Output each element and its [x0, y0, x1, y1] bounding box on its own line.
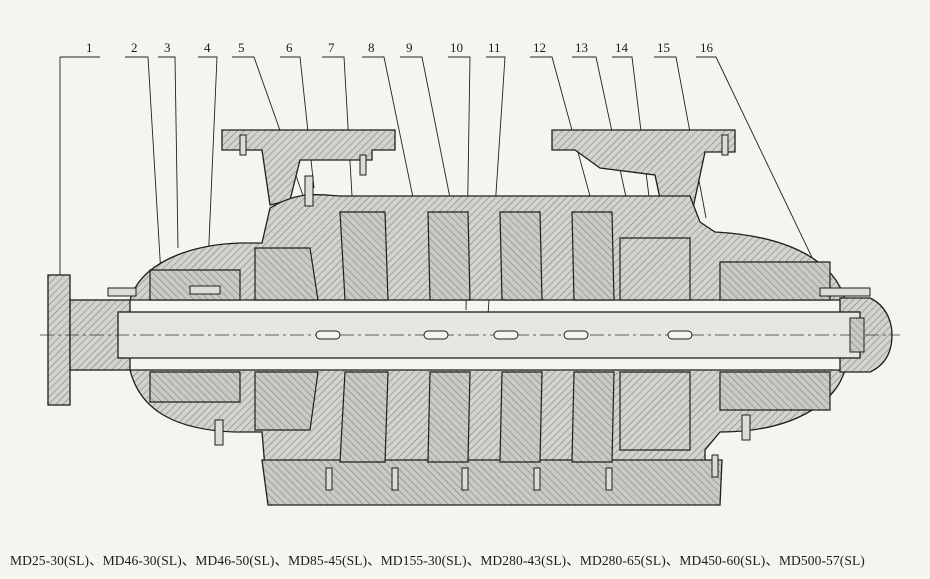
bolt [461, 467, 469, 491]
shaft-assembly [40, 311, 900, 359]
bolt [359, 154, 367, 176]
part-number: 9 [406, 40, 413, 55]
bolts [107, 134, 871, 491]
model-list-caption: MD25-30(SL)、MD46-30(SL)、MD46-50(SL)、MD85… [10, 553, 865, 568]
bolt [533, 467, 541, 491]
part-number: 8 [368, 40, 375, 55]
bearing-housing-left [149, 269, 241, 301]
part-number: 4 [204, 40, 211, 55]
part-number: 15 [657, 40, 670, 55]
inlet-nozzle [221, 129, 396, 206]
part-number: 10 [450, 40, 463, 55]
part-number: 6 [286, 40, 293, 55]
part-number: 14 [615, 40, 629, 55]
shaft-key [315, 330, 341, 340]
bolt [239, 134, 247, 156]
shaft-key [667, 330, 693, 340]
shaft-key [423, 330, 449, 340]
bolt [189, 285, 221, 295]
shaft-nut [849, 317, 865, 353]
bolt [214, 419, 224, 446]
bolt [107, 287, 137, 297]
bearing-housing-right [719, 261, 831, 301]
part-number: 12 [533, 40, 546, 55]
bolt [819, 287, 871, 297]
shaft-key [563, 330, 589, 340]
shaft-key [493, 330, 519, 340]
impeller-stages [149, 211, 831, 463]
part-number: 16 [700, 40, 714, 55]
part-number: 7 [328, 40, 335, 55]
bolt [304, 175, 314, 207]
part-number: 5 [238, 40, 245, 55]
part-number: 2 [131, 40, 138, 55]
balance-chamber [619, 237, 691, 301]
bolt [711, 454, 719, 478]
bolt [325, 467, 333, 491]
part-number-labels: 1 2 3 4 5 6 7 8 9 10 11 12 13 14 15 16 [86, 40, 714, 55]
bolt [741, 414, 751, 441]
part-number: 3 [164, 40, 171, 55]
coupling-flange [47, 274, 71, 406]
suction-impeller [254, 247, 319, 301]
bolt [605, 467, 613, 491]
part-number: 11 [488, 40, 501, 55]
bolt [391, 467, 399, 491]
part-number: 1 [86, 40, 93, 55]
bolt [721, 134, 729, 156]
part-number: 13 [575, 40, 588, 55]
